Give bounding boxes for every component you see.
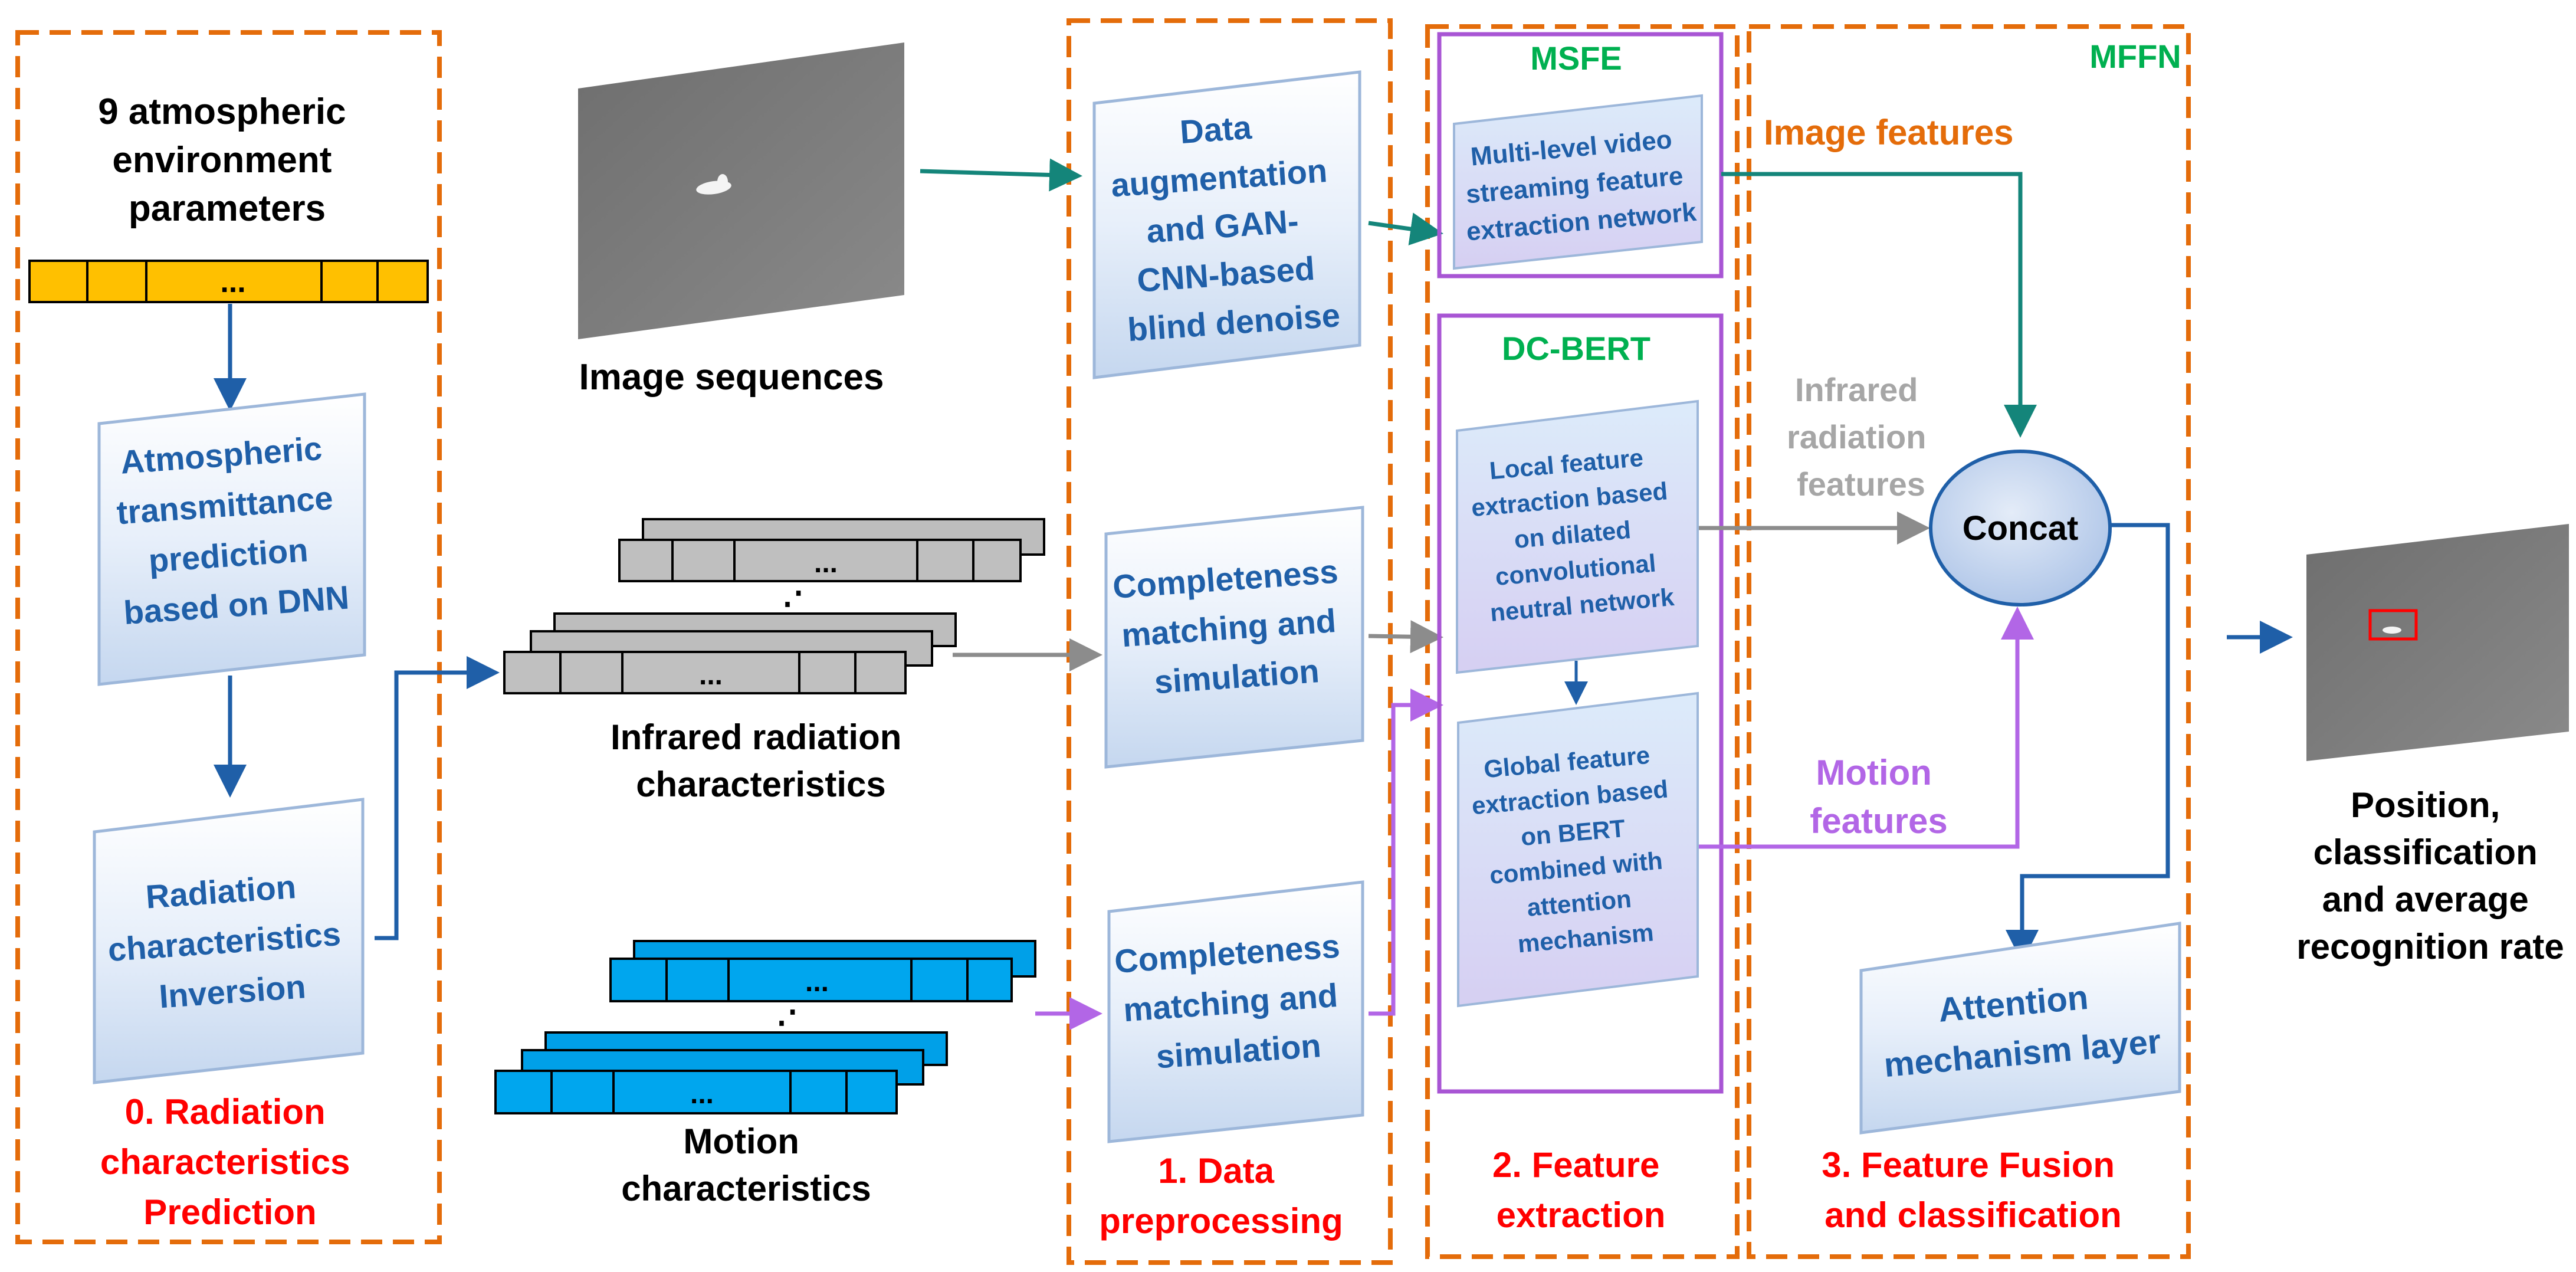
box-attention-layer: Attention mechanism layer	[1859, 922, 2181, 1135]
msfe-title: MSFE	[1530, 40, 1622, 77]
detection-bounding-box	[2368, 609, 2418, 641]
infrared-characteristics-caption: Infrared radiation characteristics	[611, 717, 911, 804]
motion-characteristics-caption: Motion characteristics	[621, 1122, 871, 1208]
arrow-image-to-augment	[920, 158, 1082, 192]
motion-feature-stack: ... ⋰ ...	[494, 940, 1036, 1114]
arrow-concat-to-attention	[2006, 523, 2170, 963]
arrow-complete-motion-to-global	[1369, 689, 1443, 1016]
image-sequence-frame	[578, 42, 904, 339]
vector-ellipsis: ...	[220, 265, 245, 299]
motion-stack-ellipsis-bottom: ...	[690, 1078, 714, 1110]
ir-feature-stack: ... ⋰ ...	[503, 518, 1045, 694]
msfe-frame	[1437, 32, 1724, 278]
section0-caption: 0. Radiation characteristics Prediction	[100, 1092, 360, 1232]
concat-label: Concat	[1963, 509, 2079, 548]
section1-caption: 1. Data preprocessing	[1099, 1151, 1343, 1241]
image-features-label: Image features	[1764, 113, 2014, 152]
motion-stack-ellipsis-top: ...	[805, 966, 829, 998]
parameter-vector: ...	[28, 260, 429, 303]
output-caption: Position, classification and average rec…	[2296, 785, 2564, 966]
section2-caption: 2. Feature extraction	[1492, 1145, 1669, 1235]
atmospheric-parameters-title: 9 atmospheric environment parameters	[98, 91, 356, 229]
arrow-complete-ir-to-local	[1368, 620, 1443, 654]
box-local-feature: Local feature extraction based on dilate…	[1456, 399, 1699, 674]
svg-text:Multi-level video stream: Multi-level video streaming feature extr…	[1459, 123, 1698, 246]
motion-features-label: Motion features	[1810, 753, 1947, 841]
arrow-image-features-to-concat	[1721, 172, 2037, 438]
section3-caption: 3. Feature Fusion and classification	[1822, 1145, 2124, 1235]
svg-text:Completeness matching an: Completeness matching and simulation	[1111, 552, 1355, 703]
box-atmospheric-transmittance: Atmospheric transmittance prediction bas…	[97, 392, 366, 686]
dcbert-frame	[1437, 313, 1724, 1094]
box-completeness-ir: Completeness matching and simulation	[1104, 506, 1364, 769]
output-detection-frame	[2306, 524, 2569, 761]
section3-frame	[1747, 24, 2191, 1259]
arrow-augment-to-msfe	[1368, 212, 1443, 245]
ir-stack-ellipsis-top: ...	[814, 548, 838, 579]
ir-stack-ellipsis-bottom: ...	[699, 660, 723, 691]
section0-frame	[15, 30, 442, 1244]
mffn-title: MFFN	[2089, 38, 2181, 75]
dcbert-title: DC-BERT	[1502, 330, 1650, 367]
box-completeness-motion: Completeness matching and simulation	[1107, 880, 1364, 1143]
section1-frame	[1067, 18, 1393, 1265]
image-sequences-caption: Image sequences	[579, 357, 884, 398]
arrow-inversion-to-ir	[375, 656, 500, 940]
box-global-feature: Global feature extraction based on BERT …	[1457, 691, 1699, 1008]
box-msfe-network: Multi-level video streaming feature extr…	[1453, 94, 1703, 270]
ir-features-label: Infrared radiation features	[1787, 371, 1935, 503]
arrow-motion-features-to-concat	[1699, 607, 2034, 849]
box-radiation-inversion: Radiation characteristics Inversion	[93, 798, 365, 1084]
box-data-augmentation: Data augmentation and GAN- CNN-based bli…	[1092, 70, 1361, 379]
concat-node: Concat	[1929, 450, 2112, 607]
